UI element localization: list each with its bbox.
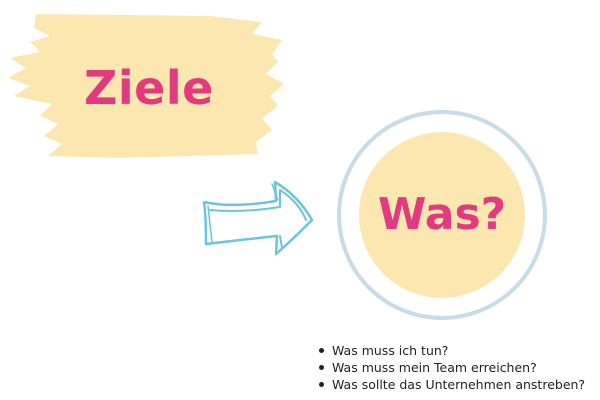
question-item: Was muss ich tun? (319, 342, 600, 359)
circle-ring (337, 110, 547, 320)
title-ziele: Ziele (84, 61, 214, 115)
title-was: Was? (377, 189, 507, 240)
question-item: Was muss mein Team erreichen? (319, 359, 600, 376)
circle-fill (359, 132, 525, 298)
right-arrow-icon (202, 180, 314, 256)
was-circle: Was? (337, 110, 557, 330)
question-list: Was muss ich tun? Was muss mein Team err… (312, 342, 600, 393)
question-item: Was sollte das Unternehmen anstreben? (319, 376, 600, 393)
brush-stroke-highlight (8, 14, 284, 158)
